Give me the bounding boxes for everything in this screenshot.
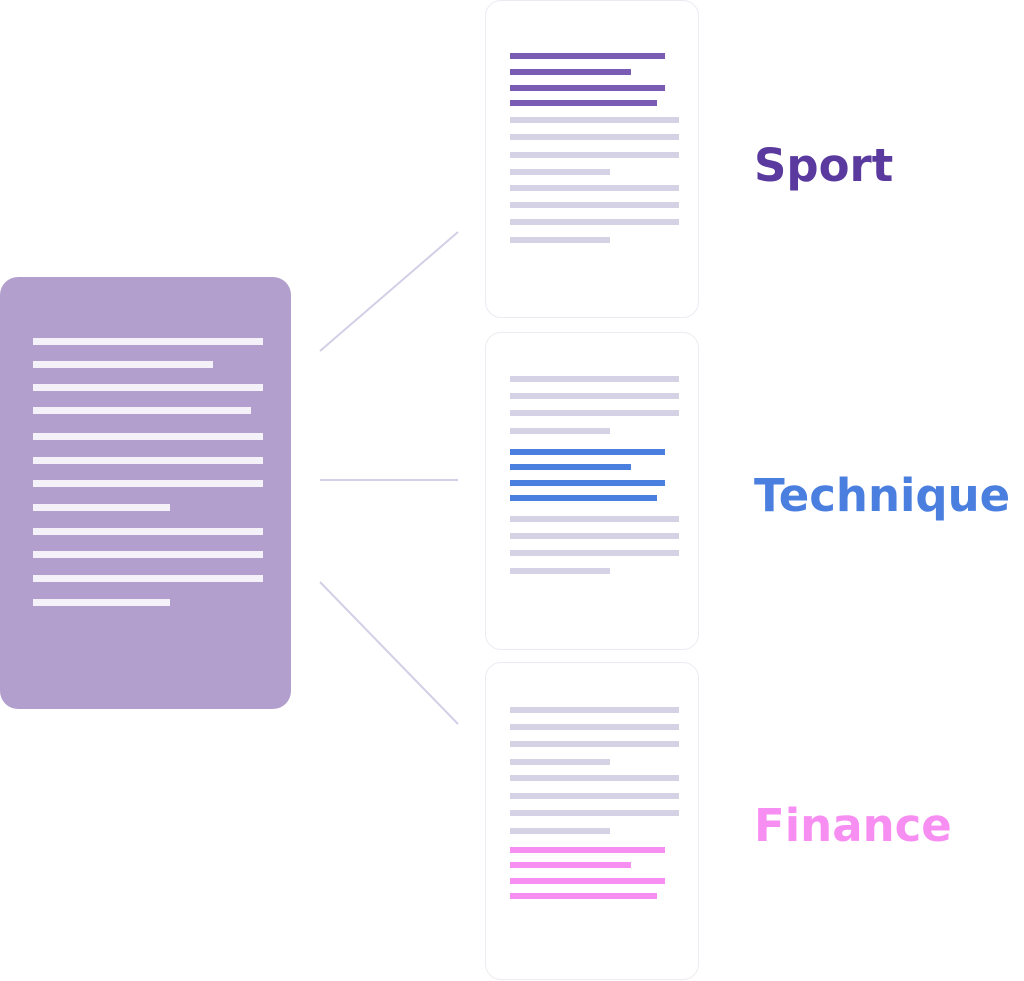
text-line: [510, 707, 679, 713]
text-line: [510, 185, 679, 191]
category-label-finance: Finance: [754, 799, 952, 852]
finance-document: [485, 662, 699, 980]
category-label-technique: Technique: [754, 469, 1011, 522]
sport-document: [485, 0, 699, 318]
highlighted-text-line: [510, 85, 665, 91]
source-text-line: [33, 528, 263, 535]
text-line: [510, 376, 679, 382]
text-line: [510, 568, 610, 574]
text-line: [510, 169, 610, 175]
source-text-line: [33, 480, 263, 487]
text-line: [510, 724, 679, 730]
text-line: [510, 134, 679, 140]
highlighted-text-line: [510, 495, 657, 501]
text-line: [510, 759, 610, 765]
source-text-line: [33, 457, 263, 464]
text-line: [510, 828, 610, 834]
highlighted-text-line: [510, 878, 665, 884]
source-text-line: [33, 407, 251, 414]
text-line: [510, 793, 679, 799]
source-text-line: [33, 361, 213, 368]
text-line: [510, 741, 679, 747]
technique-document: [485, 332, 699, 650]
text-line: [510, 393, 679, 399]
text-line: [510, 219, 679, 225]
source-text-line: [33, 384, 263, 391]
source-text-line: [33, 338, 263, 345]
category-label-sport: Sport: [754, 139, 894, 192]
text-line: [510, 775, 679, 781]
text-line: [510, 152, 679, 158]
text-line: [510, 810, 679, 816]
source-text-line: [33, 599, 170, 606]
text-line: [510, 516, 679, 522]
highlighted-text-line: [510, 893, 657, 899]
source-text-line: [33, 575, 263, 582]
text-line: [510, 533, 679, 539]
highlighted-text-line: [510, 480, 665, 486]
text-line: [510, 237, 610, 243]
text-line: [510, 202, 679, 208]
text-line: [510, 410, 679, 416]
highlighted-text-line: [510, 53, 665, 59]
highlighted-text-line: [510, 862, 631, 868]
text-line: [510, 550, 679, 556]
highlighted-text-line: [510, 464, 631, 470]
text-line: [510, 117, 679, 123]
text-line: [510, 428, 610, 434]
connector-to-sport: [319, 231, 459, 352]
source-document: [0, 277, 291, 709]
connector-to-finance: [319, 581, 459, 725]
highlighted-text-line: [510, 69, 631, 75]
source-text-line: [33, 551, 263, 558]
highlighted-text-line: [510, 847, 665, 853]
source-text-line: [33, 504, 170, 511]
highlighted-text-line: [510, 449, 665, 455]
highlighted-text-line: [510, 100, 657, 106]
source-text-line: [33, 433, 263, 440]
